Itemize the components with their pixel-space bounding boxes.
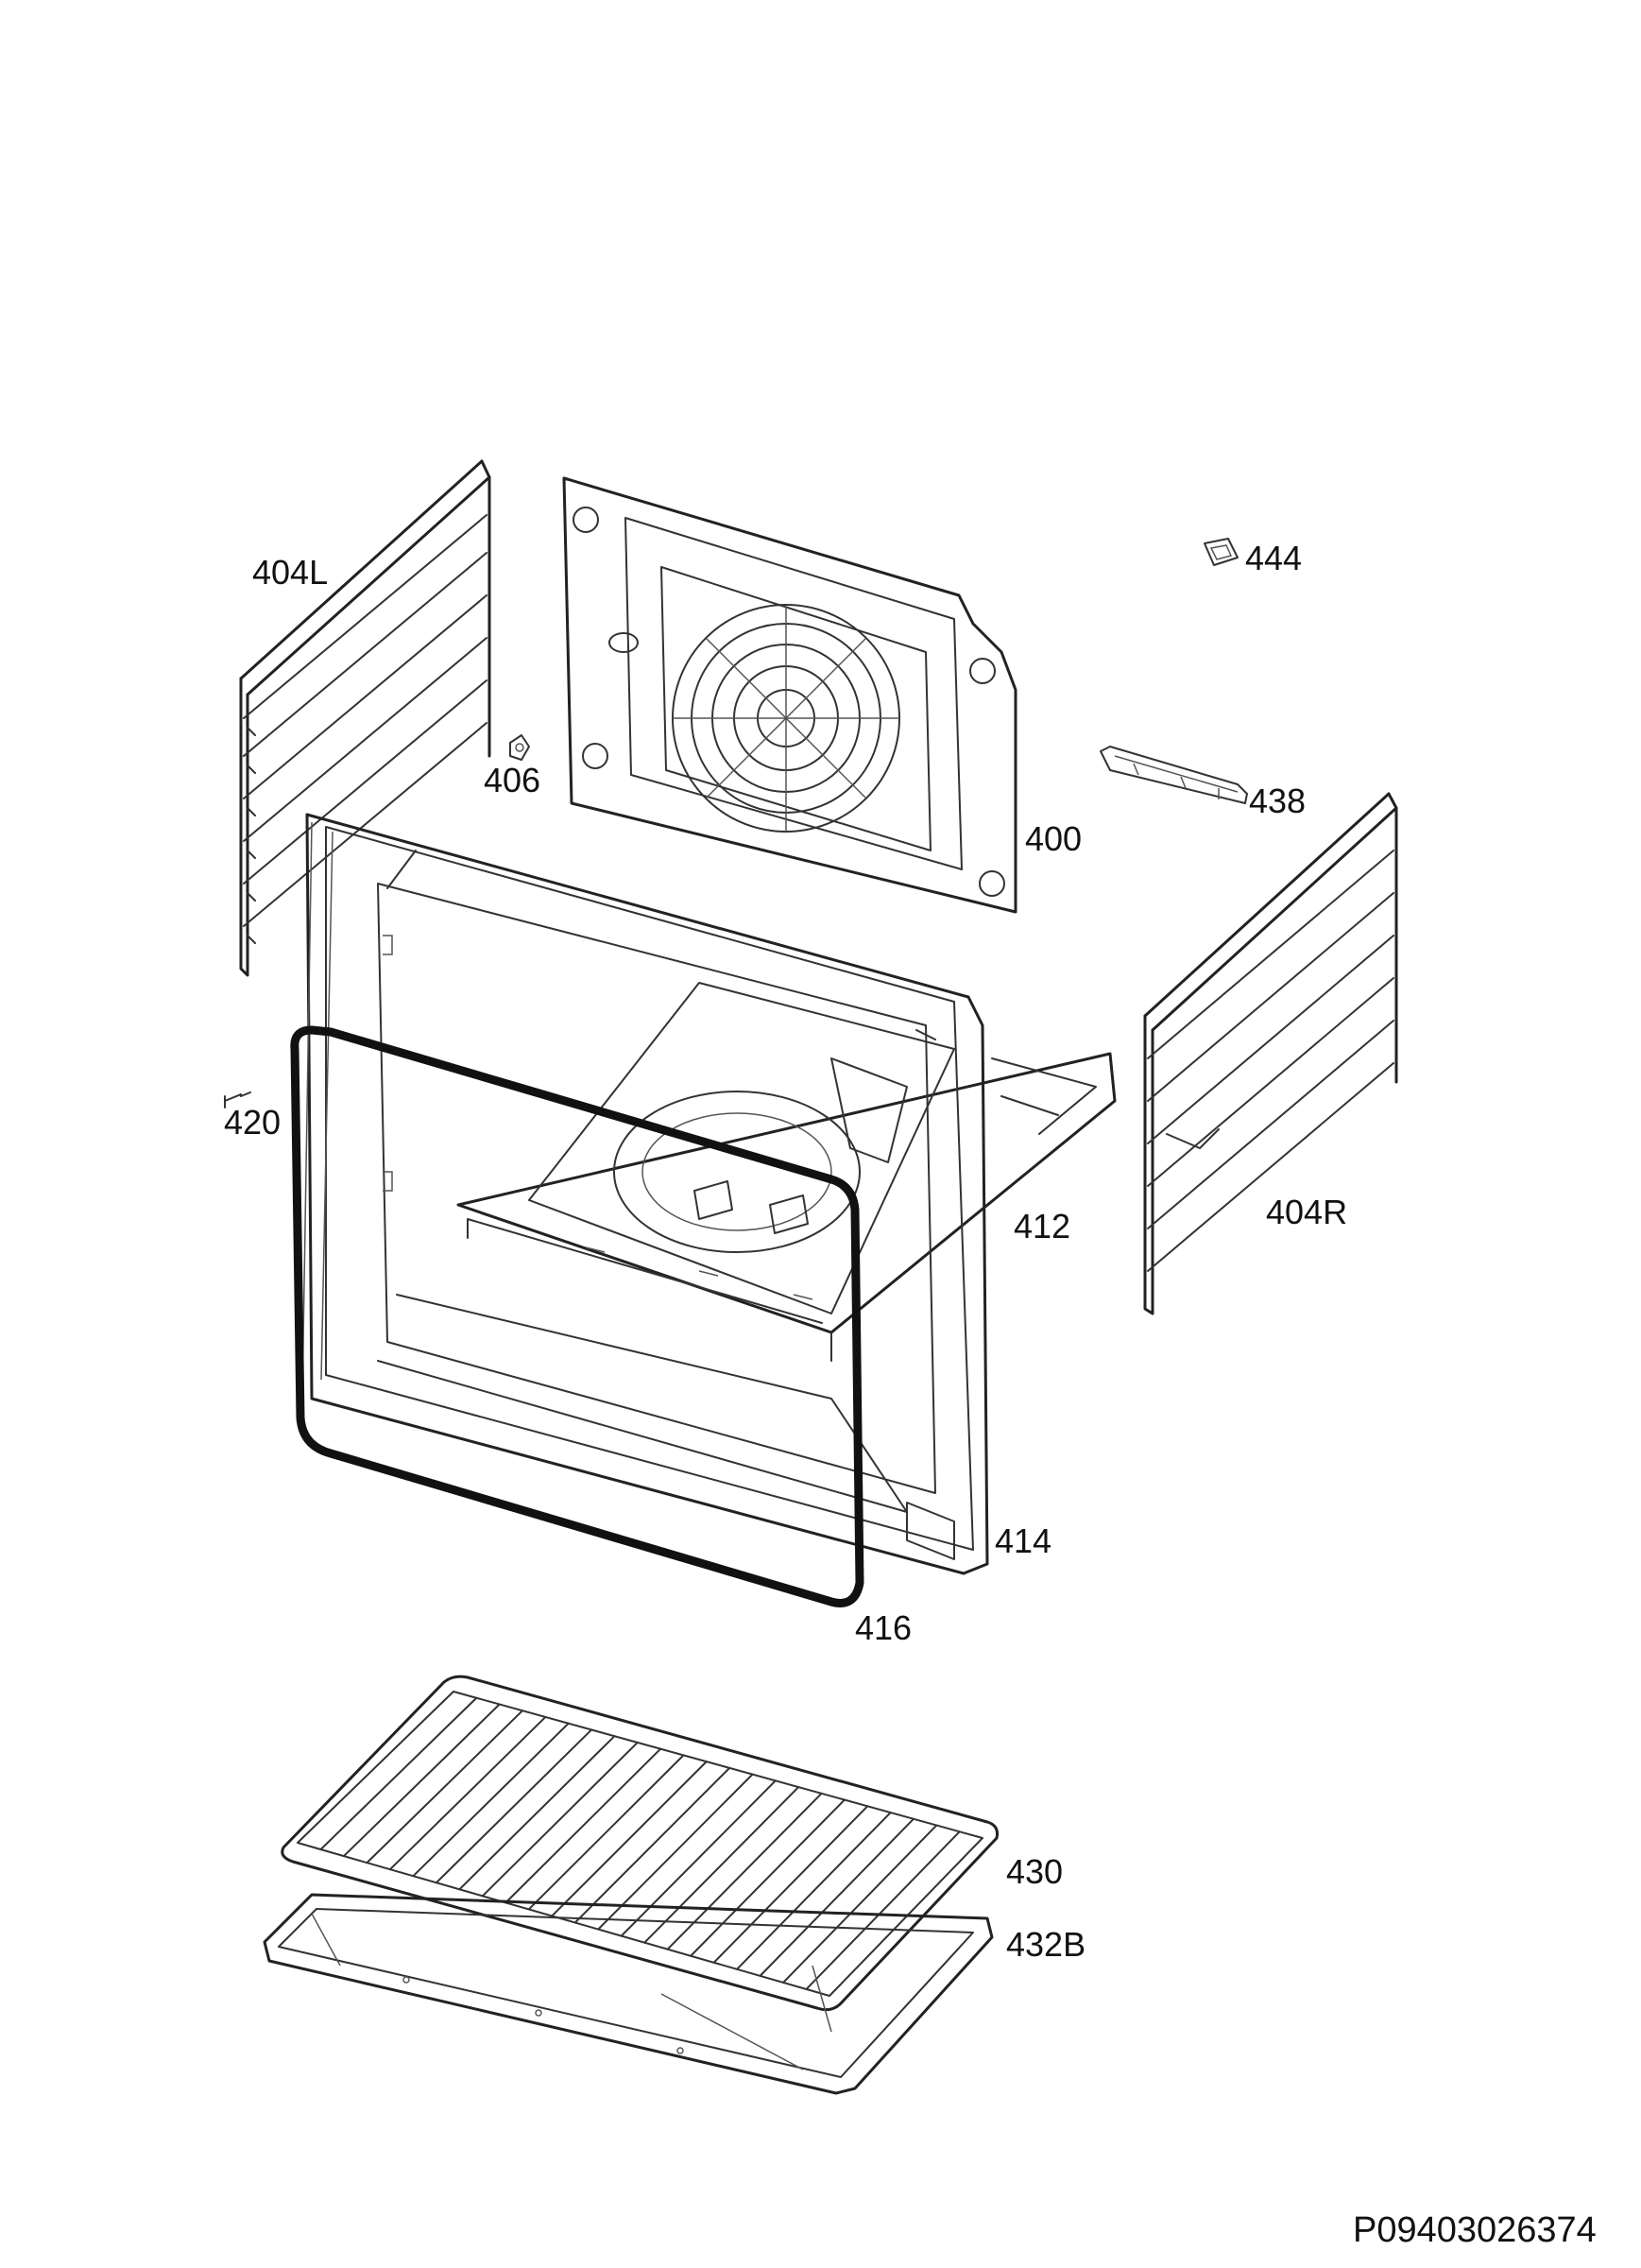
shelf-wire bbox=[597, 1773, 754, 1931]
label-416: 416 bbox=[855, 1608, 912, 1647]
lamp-cover-444 bbox=[1204, 538, 1239, 566]
label-412: 412 bbox=[1014, 1207, 1070, 1246]
shelf-wire bbox=[435, 1728, 593, 1884]
shelf-wire bbox=[712, 1805, 869, 1964]
shelf-wire bbox=[759, 1817, 915, 1977]
shelf-wire bbox=[551, 1761, 708, 1917]
baking-tray-432B bbox=[263, 1893, 994, 2095]
oven-cavity-412 bbox=[456, 982, 1117, 1362]
shelf-wire bbox=[736, 1812, 892, 1970]
right-shelf-runner-404R bbox=[1143, 792, 1398, 1315]
shelf-wire bbox=[458, 1735, 616, 1891]
label-430: 430 bbox=[1006, 1852, 1063, 1891]
shelf-wire bbox=[504, 1747, 662, 1904]
shelf-wire bbox=[643, 1786, 800, 1944]
front-frame-414 bbox=[301, 813, 989, 1575]
shelf-wire bbox=[573, 1766, 731, 1924]
shelf-wire bbox=[527, 1754, 685, 1911]
shelf-wire bbox=[342, 1703, 501, 1858]
wire-shelf-430 bbox=[281, 1675, 999, 2012]
part-labels: 404L 406 444 438 400 420 412 404R 414 41… bbox=[224, 539, 1597, 2250]
rear-fan-panel-400 bbox=[562, 476, 1017, 914]
door-seal-416 bbox=[290, 1025, 864, 1607]
label-404L: 404L bbox=[252, 553, 328, 592]
label-438: 438 bbox=[1249, 782, 1306, 820]
label-420: 420 bbox=[224, 1103, 281, 1142]
clip-406 bbox=[509, 734, 530, 761]
shelf-wire bbox=[319, 1696, 478, 1851]
label-406: 406 bbox=[484, 761, 540, 799]
label-432B: 432B bbox=[1006, 1925, 1085, 1964]
label-444: 444 bbox=[1245, 539, 1302, 577]
shelf-wire bbox=[388, 1715, 547, 1871]
shelf-wire bbox=[366, 1710, 524, 1864]
bracket-438 bbox=[1100, 746, 1248, 804]
shelf-wire bbox=[412, 1722, 570, 1878]
label-400: 400 bbox=[1025, 819, 1082, 858]
shelf-wires bbox=[319, 1696, 961, 1990]
shelf-wire bbox=[481, 1741, 639, 1898]
label-414: 414 bbox=[995, 1521, 1051, 1560]
drawing-code: P09403026374 bbox=[1353, 2210, 1597, 2250]
shelf-wire bbox=[620, 1779, 777, 1937]
shelf-wire bbox=[690, 1798, 846, 1957]
left-shelf-runner-404L bbox=[239, 459, 491, 977]
label-404R: 404R bbox=[1266, 1193, 1347, 1231]
screw-420 bbox=[224, 1091, 251, 1108]
shelf-wire bbox=[805, 1830, 961, 1990]
shelf-wire bbox=[782, 1824, 938, 1984]
